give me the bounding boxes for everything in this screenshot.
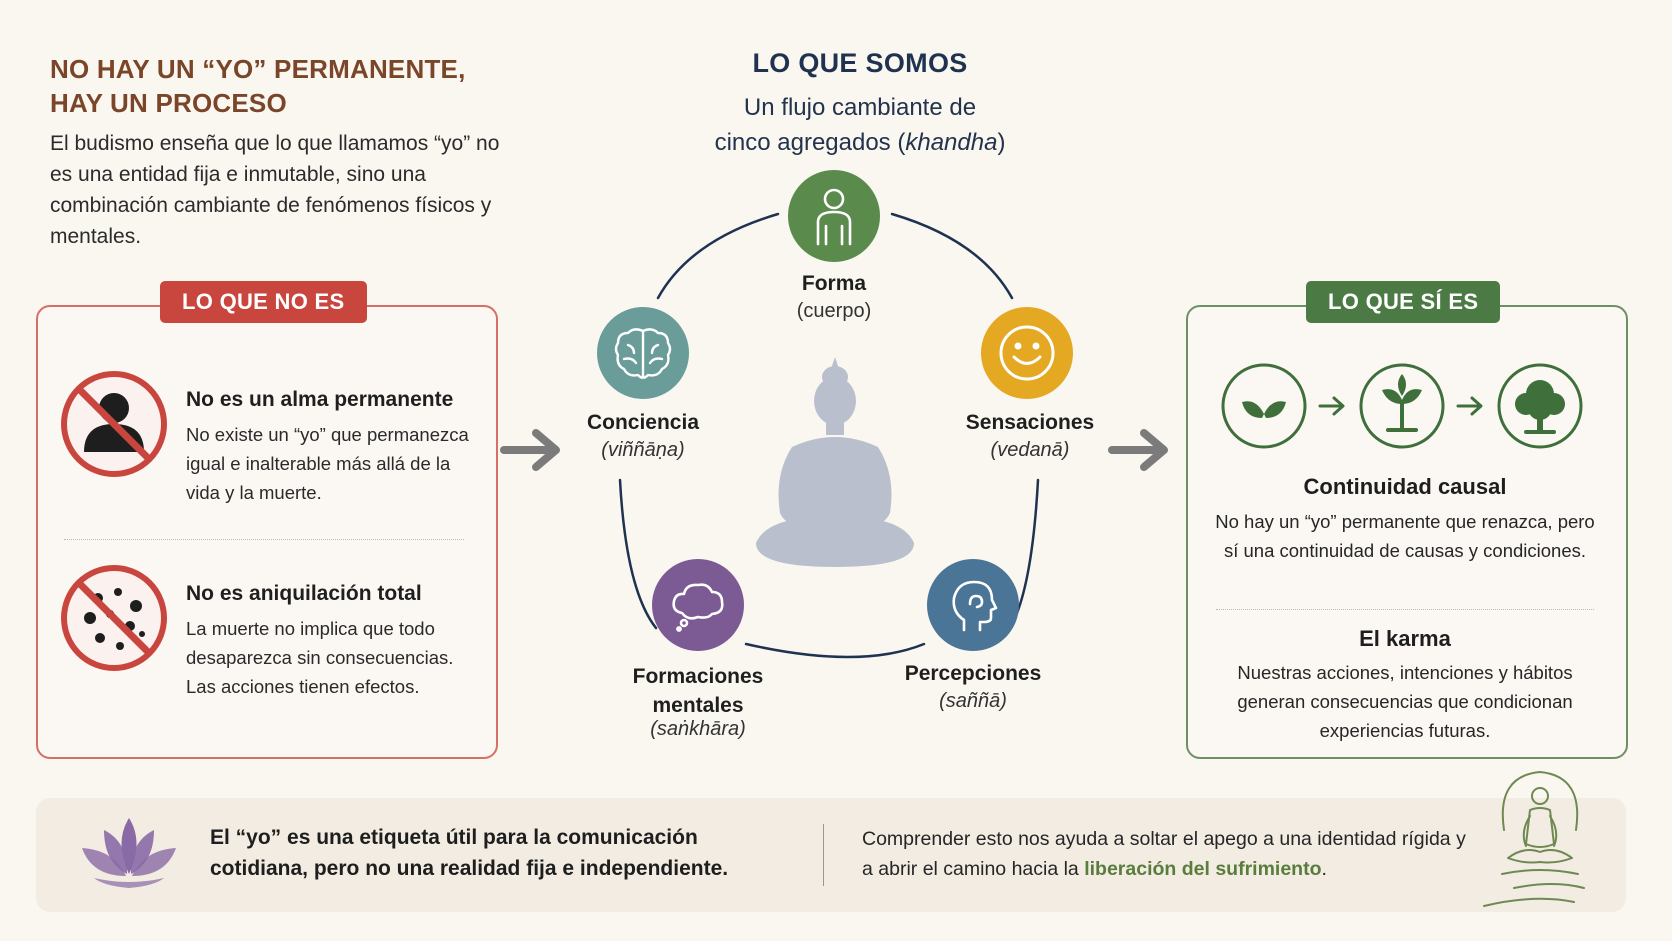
- arrow-right-icon-2: [1108, 429, 1168, 471]
- no-item-title-2: No es aniquilación total: [186, 582, 422, 605]
- agg-conciencia-sub: (viññāṇa): [601, 439, 685, 461]
- agg-formaciones-sub: (saṅkhāra): [650, 718, 746, 740]
- right-section2-title: El karma: [1359, 626, 1451, 651]
- agg-formaciones-circle: [652, 559, 744, 651]
- tree-icon: [1515, 380, 1565, 434]
- banner-left-text: El “yo” es una etiqueta útil para la com…: [210, 826, 729, 880]
- thought-cloud-icon: [672, 583, 724, 632]
- intro-title: NO HAY UN “YO” PERMANENTE, HAY UN PROCES…: [50, 54, 466, 118]
- center-subtitle: Un flujo cambiante de cinco agregados (k…: [714, 94, 1006, 156]
- agg-sensaciones-sub: (vedanā): [990, 439, 1070, 461]
- right-section1-title: Continuidad causal: [1303, 474, 1507, 499]
- agg-sensaciones-name: Sensaciones: [965, 411, 1095, 434]
- left-panel-divider: [64, 539, 464, 540]
- brain-icon: [614, 328, 672, 379]
- smiley-icon: [999, 325, 1055, 381]
- agg-forma-circle: [788, 170, 880, 262]
- arrow-right-icon: [500, 429, 560, 471]
- no-item-text-2: La muerte no implica que todo desaparezc…: [186, 618, 454, 697]
- panel-lo-que-si-es: [1186, 305, 1628, 759]
- plant-icon: [1382, 374, 1422, 432]
- agg-conciencia-circle: [597, 307, 689, 399]
- right-section2-text: Nuestras acciones, intenciones y hábitos…: [1237, 662, 1573, 741]
- agg-sensaciones-circle: [981, 307, 1073, 399]
- no-item-text-1: No existe un “yo” que permanezca igual e…: [186, 424, 469, 503]
- intro-body: El budismo enseña que lo que llamamos “y…: [50, 132, 500, 248]
- sprout-icon: [1242, 401, 1286, 418]
- banner-separator: [823, 824, 824, 886]
- agg-percepciones-circle: [927, 559, 1019, 651]
- center-title: LO QUE SOMOS: [752, 48, 968, 78]
- right-panel-divider: [1216, 609, 1594, 610]
- growth-stages: [1221, 363, 1583, 449]
- right-section1-text: No hay un “yo” permanente que renazca, p…: [1215, 511, 1595, 561]
- agg-formaciones-name: Formaciones mentales: [632, 665, 764, 717]
- banner-highlight: liberación del sufrimiento: [1084, 858, 1322, 880]
- agg-conciencia-name: Conciencia: [586, 411, 700, 434]
- tag-lo-que-no-es: LO QUE NO ES: [160, 281, 367, 323]
- agg-percepciones-sub: (saññā): [939, 690, 1007, 712]
- no-item-title-1: No es un alma permanente: [186, 388, 454, 411]
- person-icon: [816, 188, 852, 246]
- meditating-figure-icon: [756, 357, 914, 567]
- head-profile-icon: [952, 580, 998, 632]
- meditation-halo-icon: [1483, 771, 1585, 907]
- agg-forma-name: Forma: [801, 272, 867, 295]
- lotus-icon: [82, 818, 176, 888]
- agg-percepciones-name: Percepciones: [904, 662, 1042, 685]
- tag-lo-que-si-es: LO QUE SÍ ES: [1306, 281, 1501, 323]
- bottom-banner: [36, 798, 1626, 912]
- no-soul-icon: [61, 371, 167, 477]
- no-annihilation-icon: [61, 565, 167, 671]
- agg-forma-sub: (cuerpo): [796, 300, 872, 322]
- banner-right-text: Comprender esto nos ayuda a soltar el ap…: [862, 828, 1466, 880]
